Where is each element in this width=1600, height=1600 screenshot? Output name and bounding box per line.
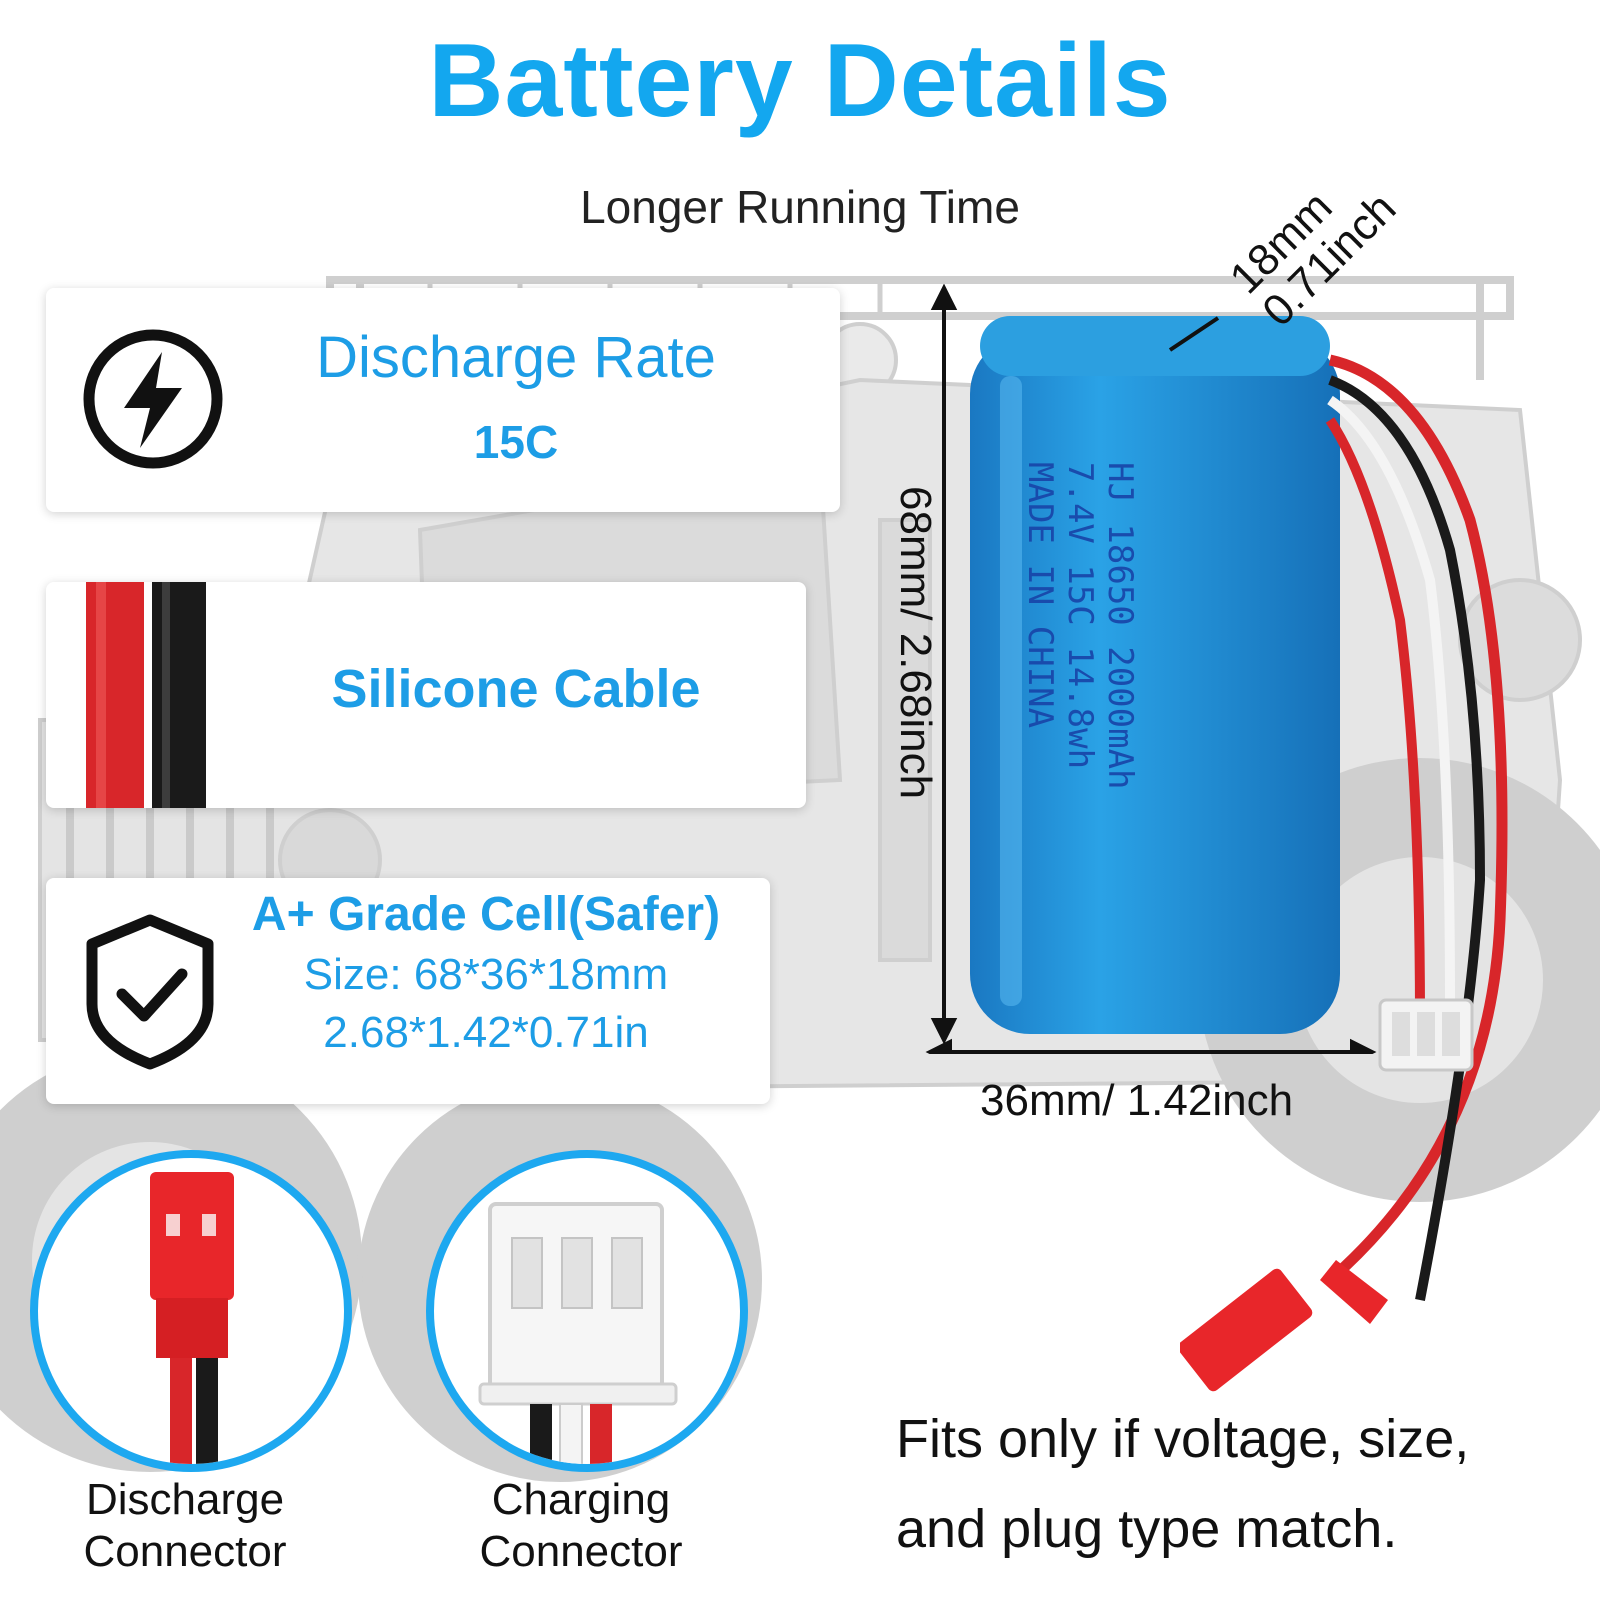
discharge-rate-title: Discharge Rate [316,325,716,390]
red-jst-plug-icon [150,1172,234,1464]
dimension-arrows [925,284,1377,1054]
grade-cell-card: A+ Grade Cell(Safer) Size: 68*36*18mm 2.… [46,878,770,1104]
discharge-connector-circle [30,1150,352,1472]
compatibility-note: Fits only if voltage, size, and plug type… [896,1394,1576,1574]
battery-label-line-2: 7.4V 15C 14.8wh [1060,462,1100,770]
discharge-caption-line-2: Connector [83,1527,287,1576]
width-dimension-label: 36mm/ 1.42inch [980,1076,1294,1125]
silicone-cable-title: Silicone Cable [331,659,701,719]
note-line-2: and plug type match. [896,1499,1398,1559]
charging-caption-line-2: Connector [479,1527,683,1576]
silicone-cable-card: Silicone Cable [46,582,806,808]
lightning-bolt-icon [83,329,223,469]
red-black-wires-icon [86,582,206,808]
discharge-rate-value: 15C [473,416,559,468]
battery-pack [970,316,1340,1034]
discharge-caption-line-1: Discharge [85,1475,285,1524]
battery-label-line-3: MADE IN CHINA [1020,462,1060,729]
battery-wires [1180,354,1508,1392]
height-dimension-label: 68mm/ 2.68inch [891,486,940,800]
white-balance-plug-icon [478,1202,678,1464]
battery-label-text: HJ 18650 2000mAh 7.4V 15C 14.8wh MADE IN… [1020,462,1140,790]
charging-caption-line-1: Charging [491,1475,671,1524]
size-inch-text: 2.68*1.42*0.71in [323,1008,649,1057]
shield-check-icon [86,914,214,1070]
grade-cell-title: A+ Grade Cell(Safer) [251,888,721,941]
discharge-rate-card: Discharge Rate 15C [46,288,840,512]
size-mm-text: Size: 68*36*18mm [303,950,669,999]
charging-connector-circle [426,1150,748,1472]
note-line-1: Fits only if voltage, size, [896,1409,1470,1469]
page-subtitle: Longer Running Time [580,181,1020,233]
battery-label-line-1: HJ 18650 2000mAh [1100,462,1140,790]
page-title: Battery Details [428,23,1172,139]
